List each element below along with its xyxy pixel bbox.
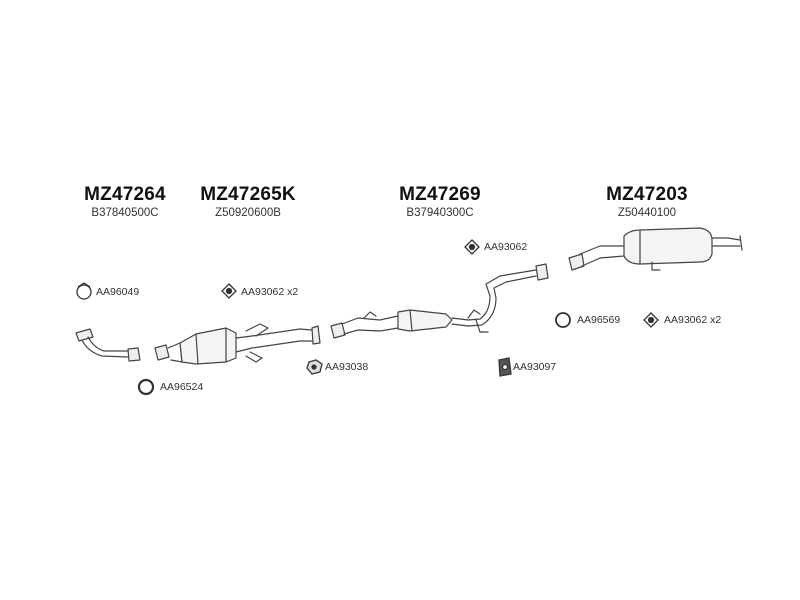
accessory-label: AA96569	[577, 314, 621, 326]
center-pipe-drawing	[330, 263, 549, 339]
part-mz47203: MZ47203 Z50440100	[592, 184, 702, 220]
part-mz47269: MZ47269 B37940300C	[385, 184, 495, 220]
part-number: MZ47265K	[200, 184, 296, 205]
diamond-gasket-icon	[643, 312, 659, 328]
front-pipe-drawing	[75, 328, 141, 362]
accessory-label: AA93062 x2	[241, 286, 299, 298]
accessory-label: AA93062 x2	[664, 314, 722, 326]
accessory-label: AA93038	[325, 361, 369, 373]
oem-number: B37840500C	[91, 207, 159, 219]
oem-number: Z50440100	[617, 207, 677, 219]
part-number: MZ47264	[84, 184, 166, 205]
ring-gasket-icon	[76, 282, 92, 300]
part-number: MZ47269	[399, 184, 481, 205]
oem-number: B37940300C	[406, 207, 474, 219]
part-mz47264: MZ47264 B37840500C	[70, 184, 180, 220]
diamond-gasket-icon	[221, 283, 237, 299]
part-mz47265k: MZ47265K Z50920600B	[188, 184, 308, 220]
accessory-label: AA93062	[484, 241, 528, 253]
rubber-mount-icon	[498, 357, 512, 377]
accessory-label: AA96524	[160, 381, 204, 393]
accessory-label: AA93097	[513, 361, 557, 373]
rear-muffler-drawing	[568, 227, 743, 271]
part-number: MZ47203	[606, 184, 688, 205]
accessory-label: AA96049	[96, 286, 140, 298]
oem-number: Z50920600B	[215, 207, 281, 219]
hanger-icon	[306, 359, 323, 375]
ring-gasket-icon	[137, 378, 155, 396]
catalytic-converter-drawing	[154, 323, 321, 365]
ring-gasket-icon	[555, 312, 571, 328]
diamond-gasket-icon	[464, 239, 480, 255]
